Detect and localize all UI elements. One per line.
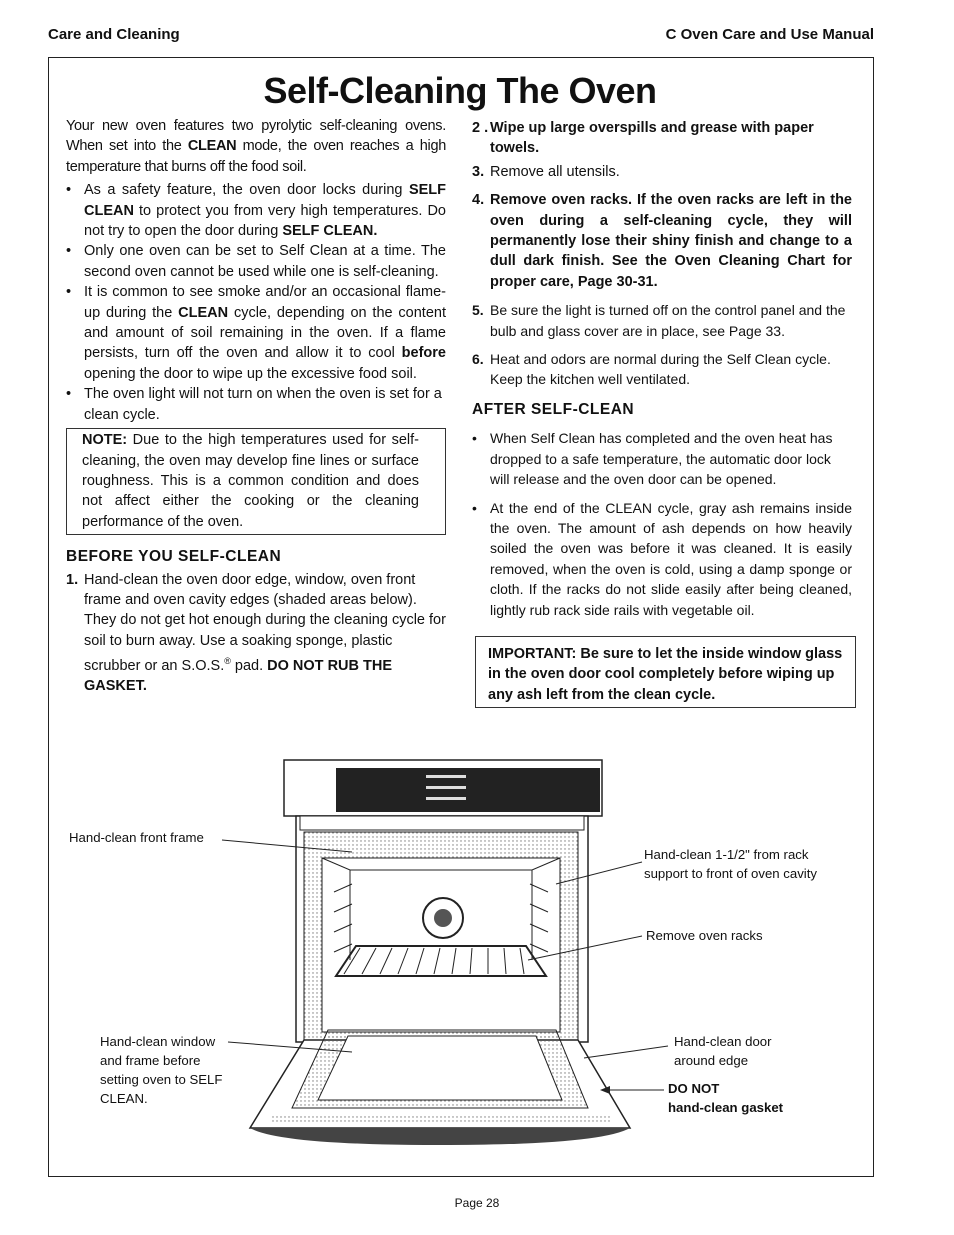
list-item: • At the end of the CLEAN cycle, gray as… — [472, 499, 852, 618]
step-6: 6. Heat and odors are normal during the … — [472, 351, 831, 388]
after-heading: AFTER SELF-CLEAN — [472, 400, 635, 418]
step-5: 5. Be sure the light is turned off on th… — [472, 302, 846, 339]
door-handle — [250, 1128, 630, 1145]
header-left: Care and Cleaning — [48, 26, 180, 43]
step-1: 1. Hand-clean the oven door edge, window… — [66, 571, 446, 695]
step-4: 4. Remove oven racks. If the oven racks … — [472, 192, 852, 290]
page-title: Self-Cleaning The Oven — [263, 70, 657, 111]
list-item: • Only one oven can be set to Self Clean… — [66, 243, 446, 280]
label-gasket: DO NOT hand-clean gasket — [668, 1081, 784, 1115]
list-item: • It is common to see smoke and/or an oc… — [66, 284, 446, 382]
step-2: 2 . Wipe up large overspills and grease … — [472, 120, 814, 157]
label-door-edge: Hand-clean door around edge — [674, 1034, 772, 1068]
right-column: 2 . Wipe up large overspills and grease … — [472, 118, 856, 709]
page-number: Page 28 — [454, 1196, 500, 1210]
list-item: • As a safety feature, the oven door loc… — [66, 182, 446, 240]
list-item: • The oven light will not turn on when t… — [66, 386, 442, 423]
list-item: • When Self Clean has completed and the … — [472, 430, 833, 488]
left-column: Your new oven features two pyrolytic sel… — [66, 116, 446, 697]
label-front-frame: Hand-clean front frame — [69, 830, 204, 845]
control-display — [336, 768, 600, 812]
label-remove-racks: Remove oven racks — [646, 928, 763, 943]
before-heading: BEFORE YOU SELF-CLEAN — [66, 548, 282, 566]
step-3: 3. Remove all utensils. — [472, 163, 620, 180]
label-rack-support: Hand-clean 1-1/2" from rack support to f… — [644, 847, 817, 881]
content-frame — [48, 57, 874, 1177]
oven-rack — [334, 945, 548, 977]
note-box: NOTE: Due to the high temperatures used … — [66, 428, 446, 536]
important-box: IMPORTANT: Be sure to let the inside win… — [475, 635, 856, 709]
intro-paragraph: Your new oven features two pyrolytic sel… — [66, 118, 446, 175]
header-right: C Oven Care and Use Manual — [665, 26, 874, 43]
label-window: Hand-clean window and frame before setti… — [100, 1034, 223, 1106]
